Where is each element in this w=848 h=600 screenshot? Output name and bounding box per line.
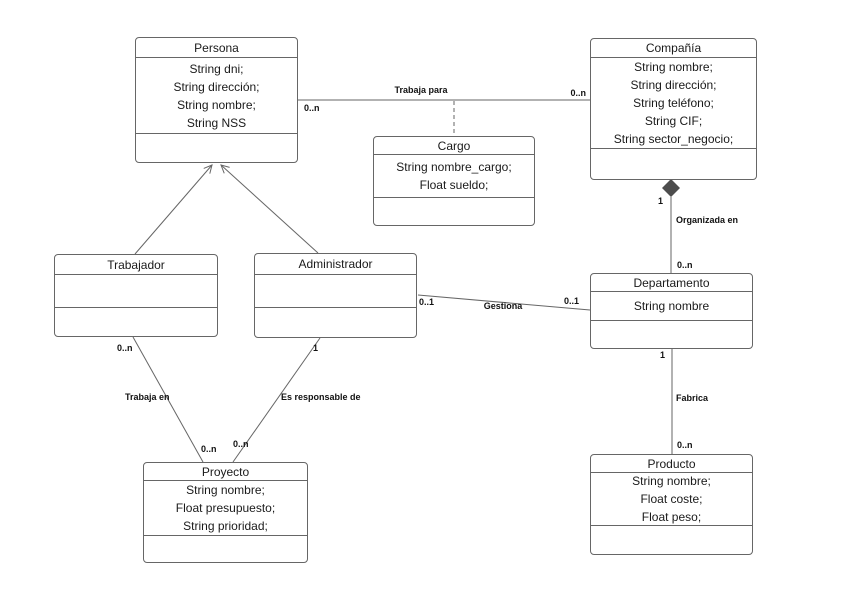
class-administrador-methods	[255, 308, 416, 337]
association-gestiona	[417, 294, 591, 311]
class-trabajador-title: Trabajador	[55, 255, 217, 275]
class-trabajador-methods	[55, 308, 217, 336]
mult-trabaja-para-compania: 0..n	[570, 88, 586, 98]
class-trabajador-attributes	[55, 275, 217, 308]
class-compania-attributes: String nombre; String dirección; String …	[591, 58, 756, 149]
class-persona-methods	[136, 134, 297, 162]
class-departamento-title: Departamento	[591, 274, 752, 292]
class-producto-title: Producto	[591, 455, 752, 473]
association-es-responsable	[232, 337, 321, 463]
class-trabajador: Trabajador	[54, 254, 218, 337]
edge-label-gestiona: Gestiona	[483, 301, 523, 311]
edge-label-es-responsable: Es responsable de	[281, 392, 361, 402]
class-persona-attributes: String dni; String dirección; String nom…	[136, 58, 297, 134]
class-cargo-title: Cargo	[374, 137, 534, 155]
class-compania-title: Compañía	[591, 39, 756, 58]
class-administrador-title: Administrador	[255, 254, 416, 275]
class-departamento-attributes: String nombre	[591, 292, 752, 321]
mult-es-responsable-proyecto: 0..n	[233, 439, 249, 449]
class-proyecto-title: Proyecto	[144, 463, 307, 481]
mult-fabrica-departamento: 1	[660, 350, 666, 360]
edge-label-trabaja-para: Trabaja para	[394, 85, 448, 95]
class-cargo-methods	[374, 198, 534, 225]
class-departamento: Departamento String nombre	[590, 273, 753, 349]
mult-gestiona-administrador: 0..1	[419, 297, 435, 307]
class-administrador-attributes	[255, 275, 416, 308]
class-producto-attributes: String nombre; Float coste; Float peso;	[591, 473, 752, 526]
generalization-administrador-persona	[220, 164, 319, 254]
class-administrador: Administrador	[254, 253, 417, 338]
edge-label-fabrica: Fabrica	[676, 393, 709, 403]
edge-label-organizada-en: Organizada en	[676, 215, 739, 225]
class-cargo: Cargo String nombre_cargo; Float sueldo;	[373, 136, 535, 226]
edge-label-trabaja-en: Trabaja en	[125, 392, 170, 402]
mult-trabaja-en-trabajador: 0..n	[117, 343, 133, 353]
class-compania-methods	[591, 149, 756, 179]
class-producto: Producto String nombre; Float coste; Flo…	[590, 454, 753, 555]
mult-organizada-en-compania: 1	[658, 196, 664, 206]
class-proyecto-attributes: String nombre; Float presupuesto; String…	[144, 481, 307, 536]
composition-diamond	[662, 179, 680, 197]
mult-organizada-en-departamento: 0..n	[677, 260, 693, 270]
class-compania: Compañía String nombre; String dirección…	[590, 38, 757, 180]
mult-es-responsable-administrador: 1	[313, 343, 319, 353]
class-proyecto-methods	[144, 536, 307, 562]
class-persona-title: Persona	[136, 38, 297, 58]
mult-fabrica-producto: 0..n	[677, 440, 693, 450]
class-producto-methods	[591, 526, 752, 554]
mult-trabaja-en-proyecto: 0..n	[201, 444, 217, 454]
association-trabaja-en	[132, 336, 204, 463]
class-cargo-attributes: String nombre_cargo; Float sueldo;	[374, 155, 534, 198]
mult-gestiona-departamento: 0..1	[564, 296, 580, 306]
class-departamento-methods	[591, 321, 752, 348]
mult-trabaja-para-persona: 0..n	[304, 103, 320, 113]
class-persona: Persona String dni; String dirección; St…	[135, 37, 298, 163]
generalization-trabajador-persona	[134, 164, 213, 255]
class-proyecto: Proyecto String nombre; Float presupuest…	[143, 462, 308, 563]
